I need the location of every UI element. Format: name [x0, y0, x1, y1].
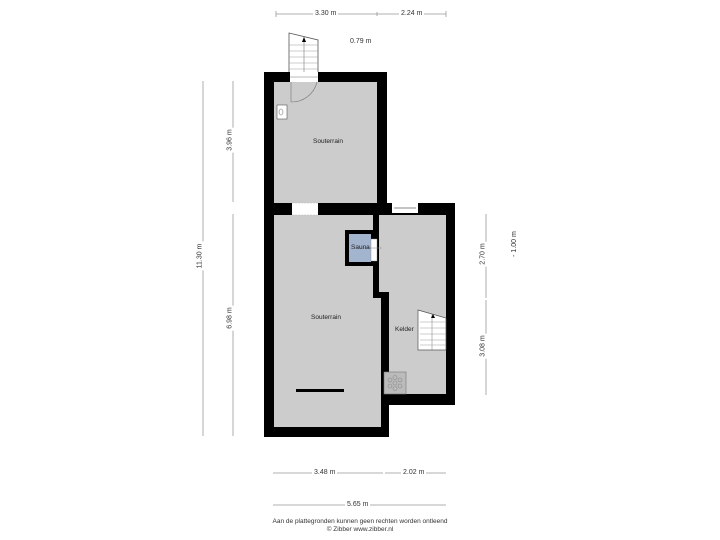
dim-top-left: 3.30 m — [313, 10, 339, 18]
dim-bottom-left: 3.48 m — [312, 469, 338, 477]
dim-left-inner-top: 3.96 m — [226, 127, 235, 153]
dim-left-outer: 11.30 m — [196, 241, 205, 271]
footer-disclaimer: Aan de plattegronden kunnen geen rechten… — [272, 518, 448, 525]
heater-icon — [383, 371, 407, 395]
dim-left-inner-bottom: 6.98 m — [226, 305, 235, 331]
dim-right-bottom: 3.08 m — [479, 333, 488, 359]
footer-copyright: © Zibber www.zibber.nl — [326, 526, 394, 533]
room-label-souterrain-top: Souterrain — [313, 138, 343, 145]
room-label-souterrain-main: Souterrain — [311, 314, 341, 321]
sauna-cabin — [345, 230, 382, 266]
radiator-icon — [296, 389, 344, 392]
dim-bottom-right: 2.02 m — [401, 469, 427, 477]
exterior-stair — [288, 32, 319, 77]
interior-stair — [417, 309, 447, 351]
dim-level: - 1.00 m — [510, 231, 518, 257]
dim-top-right: 2.24 m — [399, 10, 425, 18]
room-label-sauna: Sauna — [351, 244, 370, 251]
room-label-kelder: Kelder — [395, 326, 414, 333]
dim-stair-width: 0.79 m — [350, 38, 372, 45]
sink-icon — [276, 104, 288, 120]
floors — [274, 82, 446, 427]
openings — [290, 72, 418, 216]
dim-right-top: 2.70 m — [479, 241, 488, 267]
dim-bottom-total: 5.65 m — [345, 501, 371, 509]
